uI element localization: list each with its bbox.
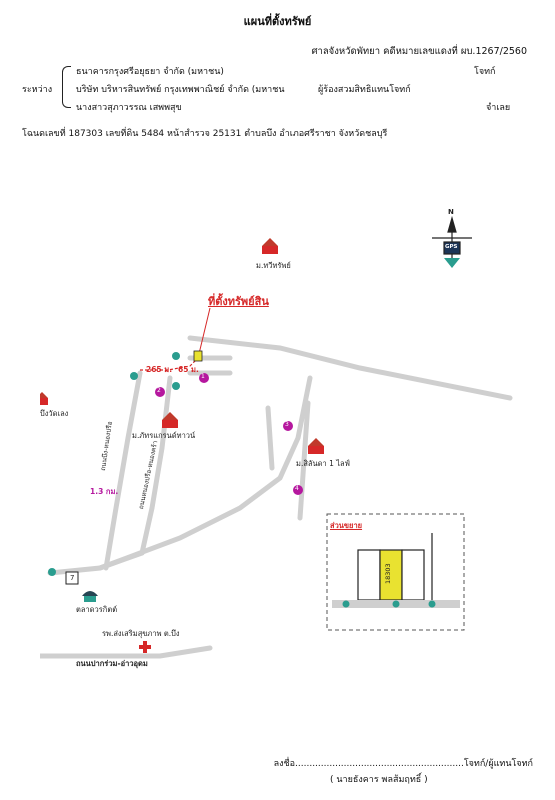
distance-label-2: 65 ม. [178,365,199,374]
road-cross [97,375,313,571]
road-label-3: ถนนปากร่วม-อ่าวอุดม [76,659,148,668]
village-icon-3 [308,438,324,454]
deed-details: โฉนดเลขที่ 187303 เลขที่ดิน 5484 หน้าสำร… [22,129,388,139]
property-pointer [197,307,211,359]
location-map: ม.ทวีทรัพย์ ที่ตั้งทรัพย์สิน 265 ม. 65 ม… [40,208,540,700]
gps-label: GPS [445,244,458,250]
inset-label: ส่วนขยาย [330,521,363,530]
marker-4-circle [293,485,303,495]
road-top-diagonal [187,335,513,401]
village-icon-left [40,392,48,405]
village-label-1: ม.ทวีทรัพย์ [256,261,291,270]
green-marker-d [48,568,56,576]
north-label: N [448,208,454,216]
marker-1-circle [199,373,209,383]
substitute-role: ผู้ร้องสวมสิทธิแทนโจทก์ [318,85,411,95]
hospital-label: รพ.ส่งเสริมสุขภาพ ต.บึง [102,629,180,638]
green-marker-a [130,372,138,380]
market-icon [82,591,98,602]
property-label: ที่ตั้งทรัพย์สิน [208,295,269,308]
green-marker-c [172,382,180,390]
distance-label-3: 1.3 กม. [90,487,119,496]
inset-plot-label: 18303 [384,563,392,584]
marker-4-label: 4 [295,485,299,492]
road-bottom [40,645,213,659]
marker-7-box [65,571,79,585]
map-drawing [40,215,513,659]
defendant-name: นางสาวสุภาวรรณ เสพพสุข [76,103,182,113]
marker-1-label: 1 [201,373,205,380]
green-marker-b [172,352,180,360]
property-pin [193,350,203,362]
village-label-3: ม.สิลันดา 1 ไลฟ์ [296,459,350,468]
plaintiff-name: ธนาคารกรุงศรีอยุธยา จำกัด (มหาชน) [76,67,224,77]
marker-2-label: 2 [157,387,161,394]
road-right-soi [265,405,275,471]
village-icon-1 [262,238,278,254]
road-network [40,335,513,659]
defendant-role: จำเลย [486,103,511,113]
distance-route [140,357,199,371]
distance-label-1: 265 ม. [146,365,173,374]
plaintiff-role: โจทก์ [474,67,496,77]
marker-3-label: 3 [285,421,289,428]
place-left-label: บึงวัดเลง [40,409,69,418]
marker-7-label: 7 [70,574,75,582]
court-case-number: ศาลจังหวัดพัทยา คดีหมายเลขแดงที่ ผบ.1267… [311,46,528,57]
between-label: ระหว่าง [22,85,53,95]
road-left-vertical [103,370,143,571]
village-icon-2 [162,412,178,428]
party-brace [62,66,71,108]
signature-line: ลงชื่อ..................................… [273,759,533,769]
document-title: แผนที่ตั้งทรัพย์ [243,15,312,28]
inset-drawing [332,533,460,608]
road-right-vertical [297,400,311,521]
signature-name: ( นายธังคาร พลส้มฤทธิ์ ) [330,775,428,785]
compass-rose [432,215,472,268]
substitute-name: บริษัท บริหารสินทรัพย์ กรุงเทพพาณิชย์ จำ… [76,85,285,95]
road-center-vertical [139,375,173,556]
hospital-icon [139,641,151,653]
market-label: ตลาดวรกิตต์ [76,605,118,614]
marker-2-circle [155,387,165,397]
marker-3-circle [283,421,293,431]
village-label-2: ม.ภัทรแกรนด์ทาวน์ [132,431,196,440]
